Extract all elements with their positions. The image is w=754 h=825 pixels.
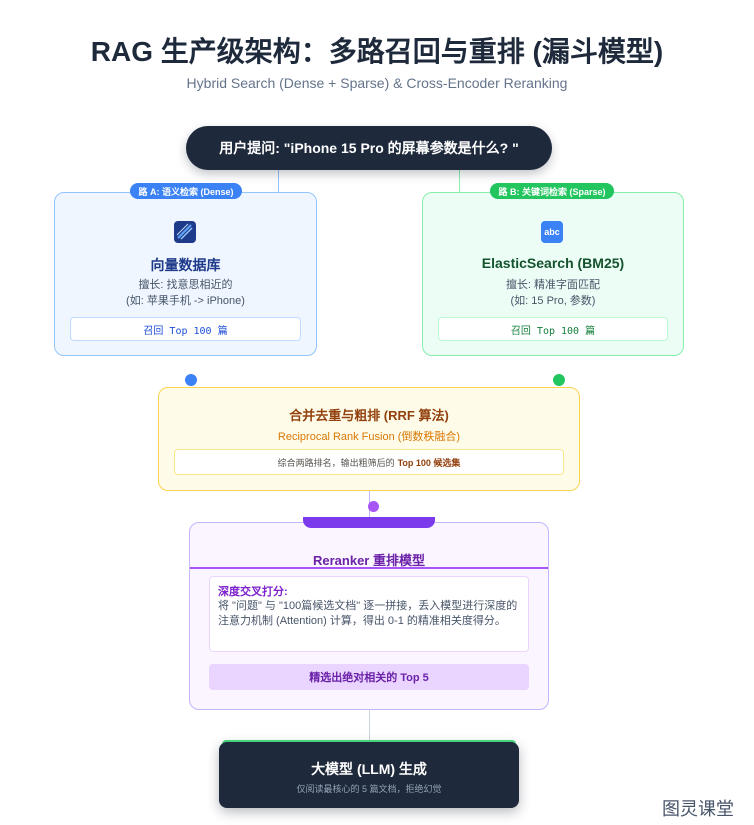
reranker-card: Reranker 重排模型 深度交叉打分: 将 "问题" 与 "100篇候选文档… <box>189 522 549 710</box>
connector-question-to-route-a <box>278 170 279 192</box>
merge-subtitle: Reciprocal Rank Fusion (倒数秩融合) <box>277 431 461 443</box>
top5-result-bar: 精选出绝对相关的 Top 5 <box>209 664 529 690</box>
merge-title: 合并去重与粗排 (RRF 算法) <box>289 408 449 423</box>
merge-output-box: 综合两路排名，输出粗筛后的 Top 100 候选集 <box>174 449 564 475</box>
route-b-recall-box: 召回 Top 100 篇 <box>438 317 668 341</box>
reranker-divider <box>190 567 548 569</box>
deep-scoring-box: 深度交叉打分: 将 "问题" 与 "100篇候选文档" 逐一拼接，丢入模型进行深… <box>209 576 529 652</box>
route-b-card: ElasticSearch (BM25) 擅长: 精准字面匹配 (如: 15 P… <box>422 192 684 356</box>
route-a-output-dot <box>185 374 197 386</box>
connector-rerank-to-llm <box>369 710 370 740</box>
route-a-card: 向量数据库 擅长: 找意思相近的 (如: 苹果手机 -> iPhone) 召回 … <box>54 192 317 356</box>
deep-scoring-text: 将 "问题" 与 "100篇候选文档" 逐一拼接，丢入模型进行深度的注意力机制 … <box>218 600 518 627</box>
page-title: RAG 生产级架构：多路召回与重排 (漏斗模型) <box>90 36 664 67</box>
reranker-pill <box>303 517 435 528</box>
route-b-desc-line-1: 擅长: 精准字面匹配 <box>505 279 601 291</box>
route-a-desc-line-2: (如: 苹果手机 -> iPhone) <box>126 295 245 307</box>
merge-output-text: 综合两路排名，输出粗筛后的 <box>277 457 395 468</box>
route-a-desc-line-1: 擅长: 找意思相近的 <box>138 279 233 291</box>
vector-database-icon <box>174 221 196 243</box>
route-b-pill: 路 B: 关键词检索 (Sparse) <box>490 183 614 199</box>
route-a-recall-box: 召回 Top 100 篇 <box>70 317 301 341</box>
route-b-desc-line-2: (如: 15 Pro, 参数) <box>510 295 596 307</box>
llm-title: 大模型 (LLM) 生成 <box>311 761 427 777</box>
deep-scoring-title: 深度交叉打分: <box>218 586 288 598</box>
merge-output-dot <box>368 501 379 512</box>
route-a-description: 擅长: 找意思相近的 (如: 苹果手机 -> iPhone) <box>55 277 316 309</box>
reranker-title: Reranker 重排模型 <box>313 553 425 568</box>
merge-output-strong: Top 100 候选集 <box>397 457 461 468</box>
route-b-output-dot <box>553 374 565 386</box>
watermark-text: 图灵课堂 <box>662 799 734 819</box>
route-b-description: 擅长: 精准字面匹配 (如: 15 Pro, 参数) <box>423 277 683 309</box>
llm-generation-node: 大模型 (LLM) 生成 仅阅读最核心的 5 篇文档，拒绝幻觉 <box>219 742 519 808</box>
abc-text-icon: abc <box>541 221 563 243</box>
route-a-title: 向量数据库 <box>150 257 221 273</box>
route-b-title: ElasticSearch (BM25) <box>481 255 625 271</box>
llm-subtitle: 仅阅读最核心的 5 篇文档，拒绝幻觉 <box>296 784 442 794</box>
merge-rrf-card: 合并去重与粗排 (RRF 算法) Reciprocal Rank Fusion … <box>158 387 580 491</box>
user-question-node: 用户提问: "iPhone 15 Pro 的屏幕参数是什么? " <box>186 126 552 170</box>
connector-question-to-route-b <box>459 170 460 192</box>
page-subtitle: Hybrid Search (Dense + Sparse) & Cross-E… <box>186 75 568 91</box>
route-a-pill: 路 A: 语义检索 (Dense) <box>130 183 242 199</box>
